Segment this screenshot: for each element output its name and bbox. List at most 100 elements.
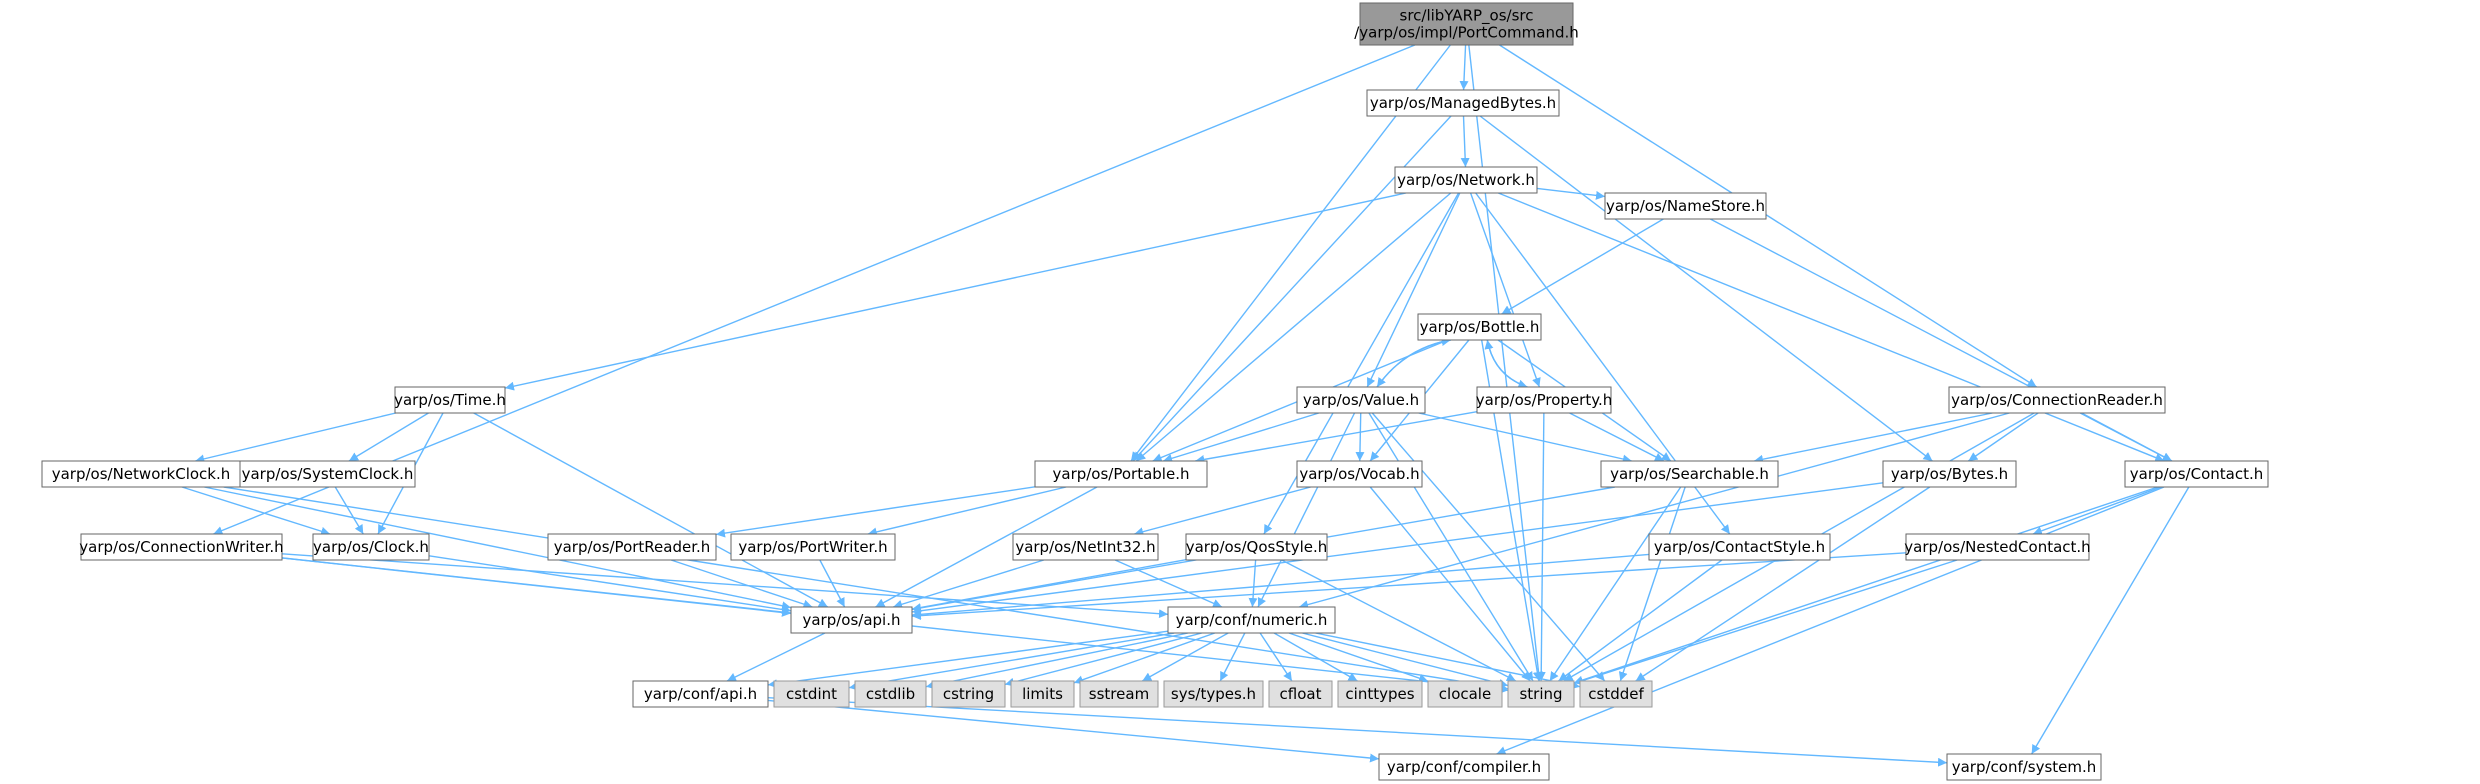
node-box [1905, 533, 2090, 561]
edge-confapi-to-compiler [767, 699, 1380, 763]
node-label: yarp/os/PortWriter.h [738, 538, 887, 556]
node-label: yarp/conf/numeric.h [1176, 611, 1328, 629]
edge-numeric-to-cfloat [1259, 632, 1293, 682]
node-confapi[interactable]: yarp/conf/api.h [632, 680, 769, 708]
dependency-edge [1369, 486, 1531, 682]
node-label: yarp/os/Bottle.h [1420, 318, 1540, 336]
edge-vocab-to-netint32 [1134, 486, 1311, 537]
dependency-edge [1460, 115, 1470, 168]
edge-numeric-to-cstddef [1315, 632, 1581, 690]
node-box [394, 386, 506, 414]
edge-networkclock-to-string [223, 486, 1509, 692]
node-compiler[interactable]: yarp/conf/compiler.h [1378, 753, 1550, 781]
node-time[interactable]: yarp/os/Time.h [394, 386, 506, 414]
edge-network-to-value [1366, 192, 1461, 388]
node-label: yarp/os/NetInt32.h [1015, 538, 1155, 556]
node-network[interactable]: yarp/os/Network.h [1394, 166, 1538, 194]
node-label: yarp/os/NestedContact.h [1904, 538, 2090, 556]
node-contactstyle[interactable]: yarp/os/ContactStyle.h [1648, 533, 1831, 561]
dependency-edge [911, 553, 1650, 619]
node-networkclock[interactable]: yarp/os/NetworkClock.h [41, 460, 241, 488]
node-clock[interactable]: yarp/os/Clock.h [312, 533, 430, 561]
node-systemclock[interactable]: yarp/os/SystemClock.h [239, 460, 416, 488]
node-cstddef: cstddef [1579, 680, 1653, 708]
node-label: yarp/os/Clock.h [313, 538, 429, 556]
dependency-edge [1475, 192, 1731, 535]
edge-value-to-string [1368, 412, 1534, 682]
node-box [1366, 89, 1560, 117]
edge-portable-to-portwriter [867, 486, 1067, 537]
node-label: yarp/os/api.h [802, 611, 900, 629]
node-nestedcontact[interactable]: yarp/os/NestedContact.h [1904, 533, 2091, 561]
dependency-edge [1468, 44, 1544, 682]
edge-contactstyle-to-string [1558, 559, 1723, 682]
node-portreader[interactable]: yarp/os/PortReader.h [547, 533, 717, 561]
node-contact[interactable]: yarp/os/Contact.h [2124, 460, 2269, 488]
edge-network-to-time [504, 192, 1407, 391]
dependency-edge [867, 486, 1067, 537]
edge-property-to-searchable [1569, 412, 1665, 462]
node-label: sstream [1089, 685, 1149, 703]
dependency-edge [1501, 218, 1664, 315]
dependency-edge [1073, 632, 1216, 685]
node-label: yarp/os/Contact.h [2130, 465, 2264, 483]
node-label: /yarp/os/impl/PortCommand.h [1354, 24, 1579, 42]
edge-time-to-osapi [473, 412, 829, 608]
edge-property-to-string [1536, 412, 1546, 682]
edge-network-to-namestore [1536, 187, 1606, 200]
dependency-edge [715, 486, 1036, 538]
dependency-edge [1536, 187, 1606, 200]
node-label: string [1519, 685, 1562, 703]
node-box [1359, 2, 1574, 46]
edge-time-to-systemclock [348, 412, 429, 462]
edge-vocab-to-string [1369, 486, 1531, 682]
node-bottle[interactable]: yarp/os/Bottle.h [1417, 313, 1542, 341]
node-label: yarp/os/SystemClock.h [242, 465, 414, 483]
node-namestore[interactable]: yarp/os/NameStore.h [1604, 192, 1767, 220]
node-box [790, 606, 913, 634]
node-bytes[interactable]: yarp/os/Bytes.h [1882, 460, 2017, 488]
node-value[interactable]: yarp/os/Value.h [1296, 386, 1426, 414]
node-osapi[interactable]: yarp/os/api.h [790, 606, 913, 634]
node-portable[interactable]: yarp/os/Portable.h [1034, 460, 1208, 488]
node-label: yarp/os/ConnectionReader.h [1951, 391, 2163, 409]
dependency-edge [1459, 44, 1469, 91]
dependency-edge [911, 552, 1907, 621]
dependency-edge [1569, 412, 1665, 462]
node-root: src/libYARP_os/src/yarp/os/impl/PortComm… [1354, 2, 1579, 46]
edge-value-to-cstddef [1371, 412, 1606, 682]
dependency-edge [504, 192, 1407, 391]
dependency-edge [819, 559, 846, 608]
dependency-edge [204, 486, 792, 611]
edge-qosstyle-to-string [1281, 559, 1517, 682]
edge-connwriter-to-numeric [281, 553, 1169, 619]
edge-numeric-to-limits [1073, 632, 1216, 685]
edge-root-to-string [1468, 44, 1544, 682]
dependency-edge [1134, 486, 1311, 537]
node-portwriter[interactable]: yarp/os/PortWriter.h [730, 533, 896, 561]
node-label: limits [1022, 685, 1063, 703]
node-label: yarp/os/Property.h [1476, 391, 1612, 409]
edge-property-to-portable [1195, 411, 1478, 464]
node-property[interactable]: yarp/os/Property.h [1476, 386, 1612, 414]
node-managedbytes[interactable]: yarp/os/ManagedBytes.h [1366, 89, 1560, 117]
node-connreader[interactable]: yarp/os/ConnectionReader.h [1948, 386, 2166, 414]
dependency-edge [1248, 559, 1258, 608]
node-box [854, 680, 927, 708]
node-qosstyle[interactable]: yarp/os/QosStyle.h [1185, 533, 1328, 561]
node-numeric[interactable]: yarp/conf/numeric.h [1167, 606, 1336, 634]
edge-contact-to-compiler [1496, 486, 2165, 755]
node-connwriter[interactable]: yarp/os/ConnectionWriter.h [79, 533, 284, 561]
dependency-edge [1141, 632, 1229, 682]
node-netint32[interactable]: yarp/os/NetInt32.h [1012, 533, 1159, 561]
dependency-edge [1219, 632, 1246, 682]
edge-contact-to-string [1573, 486, 2158, 685]
node-box [41, 460, 241, 488]
node-box [1394, 166, 1538, 194]
dependency-edge [1257, 412, 1356, 608]
node-searchable[interactable]: yarp/os/Searchable.h [1600, 460, 1779, 488]
node-vocab[interactable]: yarp/os/Vocab.h [1296, 460, 1423, 488]
node-system[interactable]: yarp/conf/system.h [1946, 753, 2102, 781]
dependency-edge [1162, 412, 1320, 463]
dependency-edge [348, 412, 429, 462]
